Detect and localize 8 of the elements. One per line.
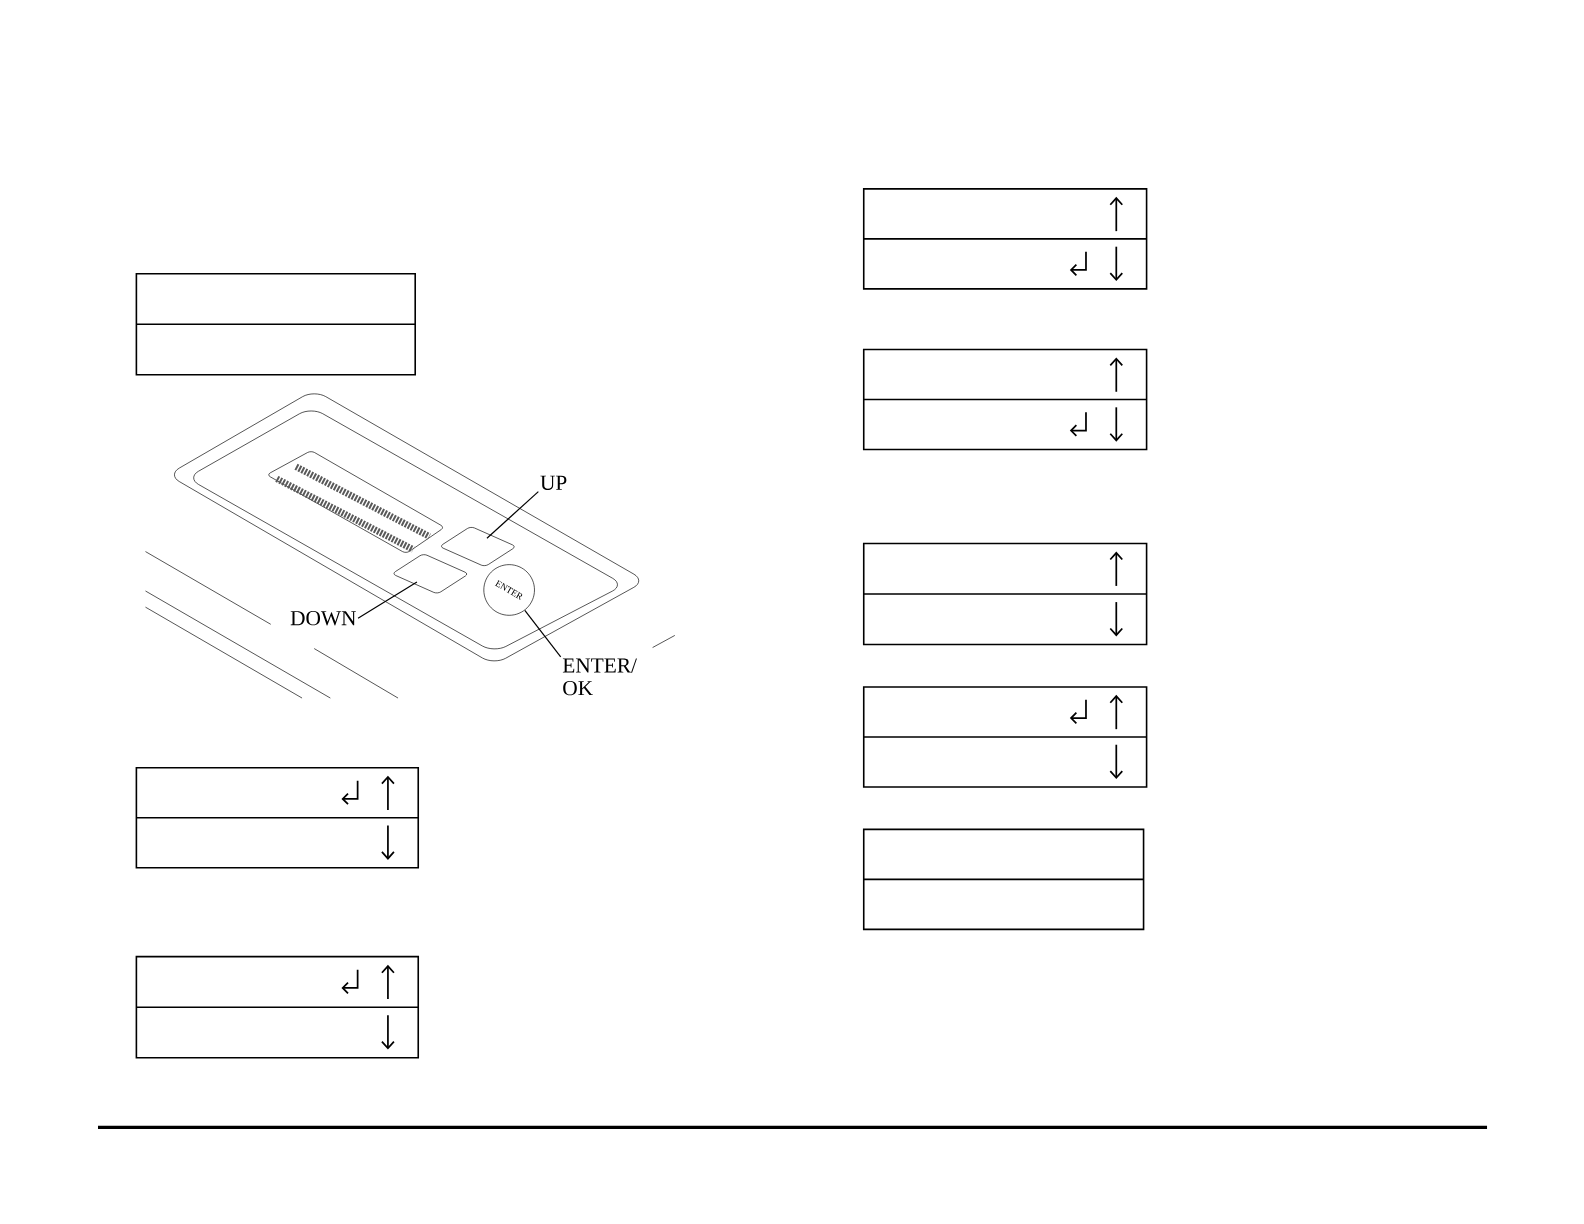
button-label: DOWN (290, 610, 356, 626)
button-label: UP (540, 475, 567, 490)
leader-line (357, 581, 418, 619)
leader-line (486, 490, 539, 539)
leader-line (524, 609, 562, 658)
button-label: ENTER/ OK (562, 658, 637, 696)
arrow-button (441, 526, 515, 566)
arrow-button (393, 554, 468, 594)
